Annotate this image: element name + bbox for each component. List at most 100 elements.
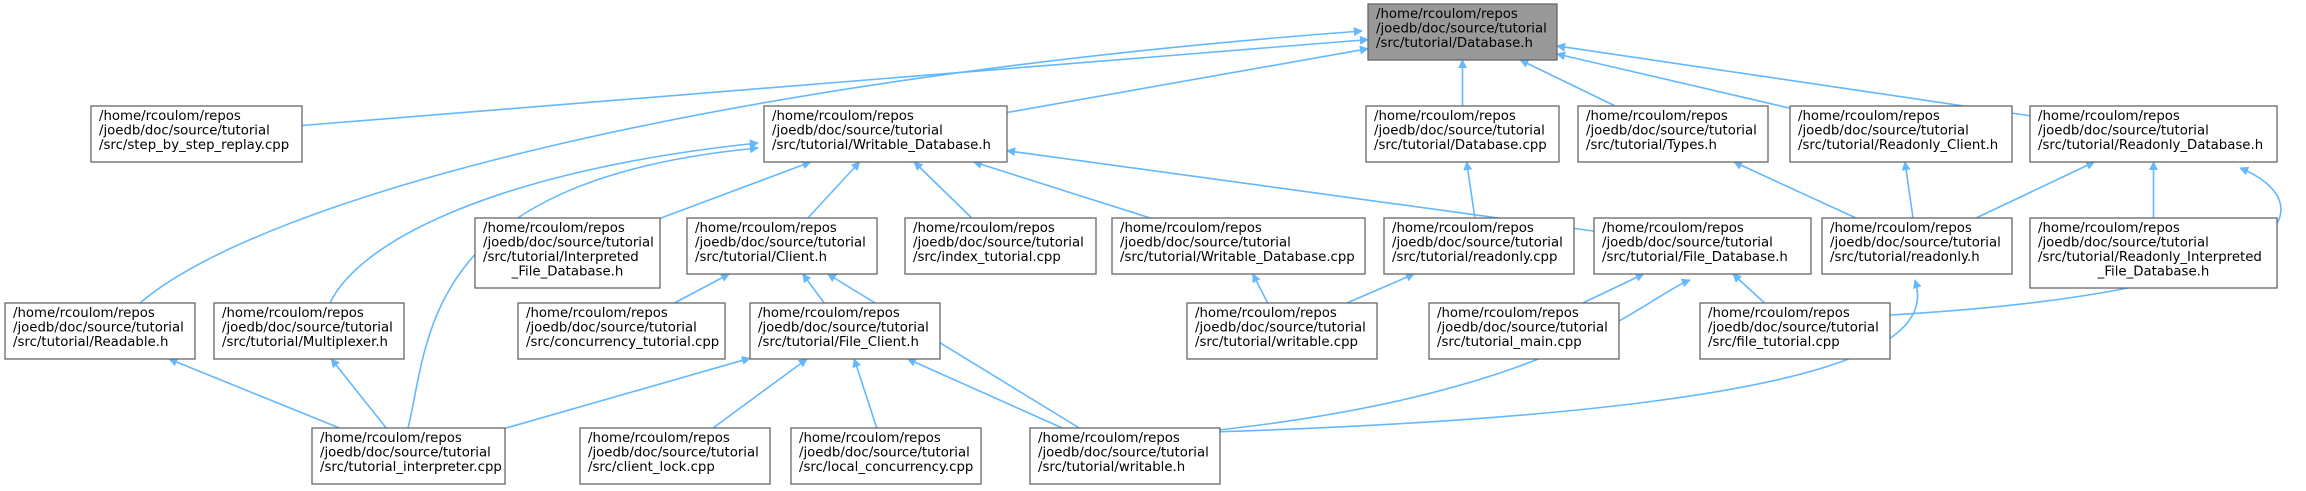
node-readonly-h[interactable]: /home/rcoulom/repos/joedb/doc/source/tut…: [1821, 217, 2013, 275]
node-label-line: /joedb/doc/source/tutorial: [1376, 22, 1547, 37]
node-label-line: /home/rcoulom/repos: [695, 221, 837, 236]
node-label-line: /home/rcoulom/repos: [1392, 221, 1534, 236]
node-label-line: /home/rcoulom/repos: [1038, 431, 1180, 446]
node-label-line: /joedb/doc/source/tutorial: [1830, 236, 2001, 251]
node-label-line: /home/rcoulom/repos: [2038, 109, 2180, 124]
node-label-line: /src/client_lock.cpp: [588, 460, 715, 475]
node-readable-h[interactable]: /home/rcoulom/repos/joedb/doc/source/tut…: [4, 302, 196, 360]
node-label-line: /joedb/doc/source/tutorial: [695, 236, 866, 251]
edge-tutorial_main_cpp-to-file_database_h: [1582, 273, 1645, 304]
node-tutorial-main-cpp[interactable]: /home/rcoulom/repos/joedb/doc/source/tut…: [1428, 302, 1620, 360]
node-interpreted-file-database-h[interactable]: /home/rcoulom/repos/joedb/doc/source/tut…: [474, 217, 661, 289]
node-multiplexer-h[interactable]: /home/rcoulom/repos/joedb/doc/source/tut…: [213, 302, 405, 360]
node-box: [579, 427, 771, 485]
node-database-h[interactable]: /home/rcoulom/repos/joedb/doc/source/tut…: [1367, 3, 1558, 61]
node-concurrency-tutorial-cpp[interactable]: /home/rcoulom/repos/joedb/doc/source/tut…: [517, 302, 726, 360]
node-writable-database-cpp[interactable]: /home/rcoulom/repos/joedb/doc/source/tut…: [1111, 217, 1366, 275]
edge-writable_cpp-to-writable_database_cpp: [1252, 273, 1269, 304]
node-label-line: /src/tutorial/Readonly_Client.h: [1798, 138, 1998, 153]
node-box: [213, 302, 405, 360]
node-database-cpp[interactable]: /home/rcoulom/repos/joedb/doc/source/tut…: [1365, 105, 1560, 163]
node-file-tutorial-cpp[interactable]: /home/rcoulom/repos/joedb/doc/source/tut…: [1699, 302, 1891, 360]
node-label-line: /home/rcoulom/repos: [1374, 109, 1516, 124]
node-types-h[interactable]: /home/rcoulom/repos/joedb/doc/source/tut…: [1577, 105, 1769, 163]
node-label-line: _File_Database.h: [511, 265, 624, 280]
nodes-layer: /home/rcoulom/repos/joedb/doc/source/tut…: [4, 3, 2278, 485]
node-label-line: /src/tutorial/Interpreted: [483, 250, 639, 265]
edge-readonly_h-to-readonly_database_h: [1975, 161, 2096, 219]
node-label-line: /home/rcoulom/repos: [13, 306, 155, 321]
node-label-line: /home/rcoulom/repos: [222, 306, 364, 321]
node-label-line: /src/concurrency_tutorial.cpp: [526, 335, 719, 350]
node-label-line: /joedb/doc/source/tutorial: [99, 124, 270, 139]
node-box: [763, 105, 1008, 163]
node-box: [1383, 217, 1575, 275]
node-readonly-interpreted-file-database-h[interactable]: /home/rcoulom/repos/joedb/doc/source/tut…: [2029, 217, 2278, 289]
node-label-line: /src/tutorial/Database.cpp: [1374, 138, 1547, 153]
edge-local_concurrency_cpp-to-file_client_h: [852, 358, 878, 429]
node-label-line: /src/tutorial/Readable.h: [13, 335, 168, 350]
node-box: [1365, 105, 1560, 163]
node-label-line: /src/tutorial/Multiplexer.h: [222, 335, 388, 350]
node-label-line: /src/tutorial/Client.h: [695, 250, 827, 265]
node-label-line: /home/rcoulom/repos: [320, 431, 462, 446]
node-box: [1111, 217, 1366, 275]
node-label-line: /home/rcoulom/repos: [758, 306, 900, 321]
node-label-line: /home/rcoulom/repos: [588, 431, 730, 446]
node-label-line: /src/tutorial/Types.h: [1586, 138, 1717, 153]
edge-readonly_database_h-to-database_h: [1556, 42, 2031, 117]
node-tutorial-interpreter-cpp[interactable]: /home/rcoulom/repos/joedb/doc/source/tut…: [311, 427, 506, 485]
node-writable-cpp[interactable]: /home/rcoulom/repos/joedb/doc/source/tut…: [1186, 302, 1378, 360]
node-label-line: /home/rcoulom/repos: [483, 221, 625, 236]
node-label-line: /joedb/doc/source/tutorial: [1602, 236, 1773, 251]
node-label-line: /src/file_tutorial.cpp: [1708, 335, 1840, 350]
node-box: [904, 217, 1097, 275]
node-readonly-database-h[interactable]: /home/rcoulom/repos/joedb/doc/source/tut…: [2029, 105, 2278, 163]
node-box: [1699, 302, 1891, 360]
node-step-by-step-replay-cpp[interactable]: /home/rcoulom/repos/joedb/doc/source/tut…: [90, 105, 303, 163]
node-box: [686, 217, 878, 275]
node-label-line: /joedb/doc/source/tutorial: [2038, 236, 2209, 251]
node-client-lock-cpp[interactable]: /home/rcoulom/repos/joedb/doc/source/tut…: [579, 427, 771, 485]
node-file-client-h[interactable]: /home/rcoulom/repos/joedb/doc/source/tut…: [749, 302, 941, 360]
edge-tutorial_interpreter_cpp-to-file_client_h: [504, 356, 751, 430]
node-label-line: /src/tutorial_interpreter.cpp: [320, 460, 502, 475]
node-label-line: /joedb/doc/source/tutorial: [1195, 321, 1366, 336]
node-label-line: /joedb/doc/source/tutorial: [1708, 321, 1879, 336]
node-label-line: /home/rcoulom/repos: [1602, 221, 1744, 236]
node-label-line: /joedb/doc/source/tutorial: [758, 321, 929, 336]
node-label-line: /joedb/doc/source/tutorial: [13, 321, 184, 336]
node-label-line: /home/rcoulom/repos: [1376, 7, 1518, 22]
node-writable-database-h[interactable]: /home/rcoulom/repos/joedb/doc/source/tut…: [763, 105, 1008, 163]
node-label-line: /src/tutorial/Database.h: [1376, 36, 1533, 51]
node-label-line: /home/rcoulom/repos: [799, 431, 941, 446]
node-box: [1029, 427, 1221, 485]
node-label-line: /home/rcoulom/repos: [1830, 221, 1972, 236]
node-readonly-cpp[interactable]: /home/rcoulom/repos/joedb/doc/source/tut…: [1383, 217, 1575, 275]
node-label-line: /joedb/doc/source/tutorial: [1798, 124, 1969, 139]
node-box: [1593, 217, 1812, 275]
edge-tutorial_interpreter_cpp-to-multiplexer_h: [330, 358, 387, 429]
node-writable-h[interactable]: /home/rcoulom/repos/joedb/doc/source/tut…: [1029, 427, 1221, 485]
node-label-line: /joedb/doc/source/tutorial: [1374, 124, 1545, 139]
edge-tutorial_interpreter_cpp-to-writable_database_h: [407, 144, 759, 429]
node-readonly-client-h[interactable]: /home/rcoulom/repos/joedb/doc/source/tut…: [1789, 105, 2013, 163]
node-label-line: /home/rcoulom/repos: [99, 109, 241, 124]
edge-multiplexer_h-to-writable_database_h: [329, 139, 759, 304]
node-index-tutorial-cpp[interactable]: /home/rcoulom/repos/joedb/doc/source/tut…: [904, 217, 1097, 275]
node-label-line: /src/tutorial/Readonly_Interpreted: [2038, 250, 2262, 265]
node-local-concurrency-cpp[interactable]: /home/rcoulom/repos/joedb/doc/source/tut…: [790, 427, 982, 485]
node-label-line: /src/tutorial/File_Database.h: [1602, 250, 1788, 265]
node-label-line: /src/tutorial/Readonly_Database.h: [2038, 138, 2263, 153]
node-label-line: /home/rcoulom/repos: [1120, 221, 1262, 236]
node-box: [1186, 302, 1378, 360]
edge-writable_h-to-readonly_h: [1211, 279, 1922, 433]
node-file-database-h[interactable]: /home/rcoulom/repos/joedb/doc/source/tut…: [1593, 217, 1812, 275]
node-label-line: /src/tutorial/Writable_Database.cpp: [1120, 250, 1355, 265]
node-label-line: /src/step_by_step_replay.cpp: [99, 138, 289, 153]
node-box: [1577, 105, 1769, 163]
node-label-line: /src/tutorial/writable.cpp: [1195, 335, 1358, 350]
node-client-h[interactable]: /home/rcoulom/repos/joedb/doc/source/tut…: [686, 217, 878, 275]
node-box: [2029, 217, 2278, 289]
edge-writable_h-to-client_h: [826, 273, 1080, 429]
